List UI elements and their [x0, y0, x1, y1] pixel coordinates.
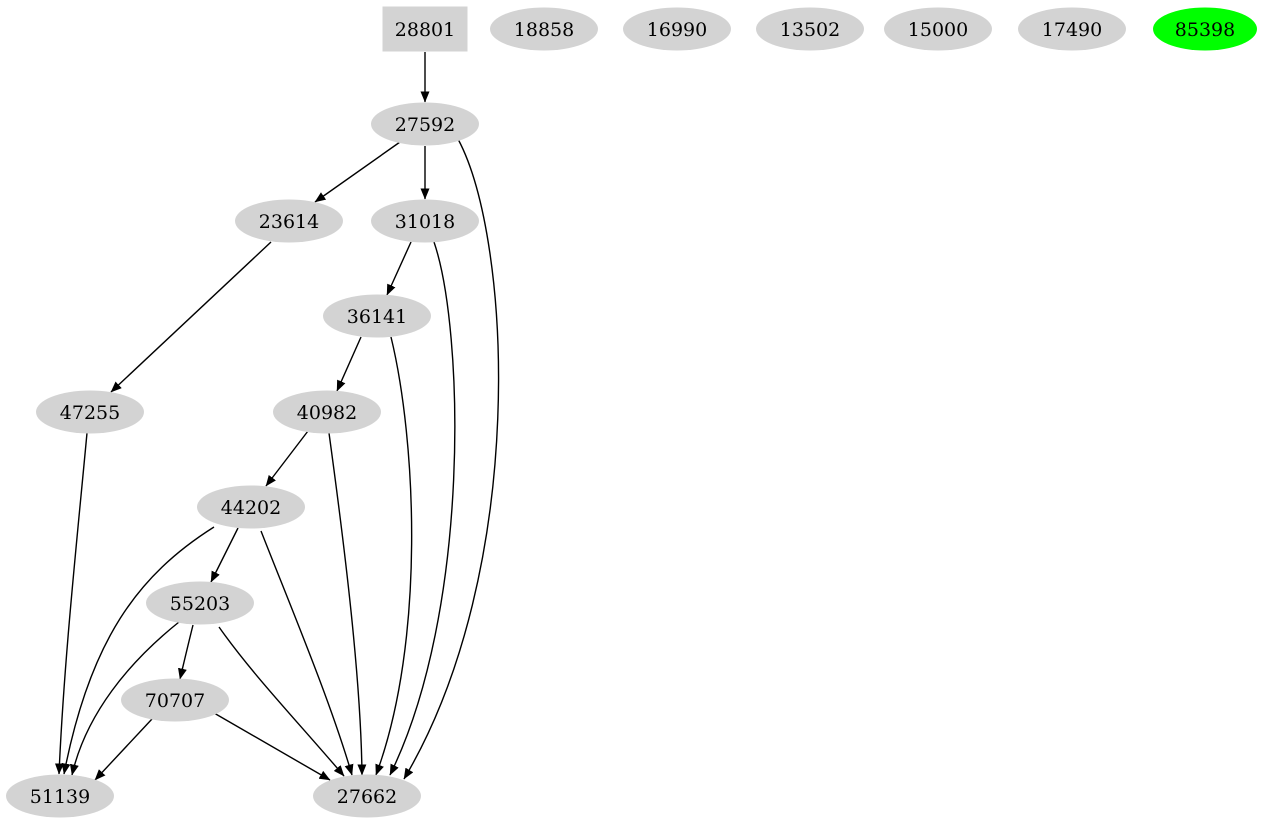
edges-layer [54, 52, 500, 781]
graph-node-36141: 36141 [323, 294, 431, 338]
edge-44202-55203 [210, 527, 239, 583]
node-label-28801: 28801 [395, 19, 455, 41]
node-ellipse [623, 7, 731, 51]
graph-node-16990: 16990 [623, 7, 731, 51]
node-label-51139: 51139 [30, 786, 90, 808]
node-label-27592: 27592 [395, 114, 455, 136]
node-ellipse [36, 390, 144, 434]
node-ellipse [756, 7, 864, 51]
edge-36141-40982 [336, 336, 362, 392]
node-ellipse [490, 7, 598, 51]
edge-40982-44202 [265, 430, 309, 487]
graph-node-44202: 44202 [197, 485, 305, 529]
edge-31018-27662 [389, 241, 456, 776]
graph-node-47255: 47255 [36, 390, 144, 434]
node-label-85398: 85398 [1175, 19, 1235, 41]
node-ellipse [146, 581, 254, 625]
edge-36141-27662 [375, 336, 413, 776]
node-label-13502: 13502 [780, 19, 840, 41]
edge-55203-70707 [178, 624, 194, 680]
node-label-47255: 47255 [60, 402, 120, 424]
node-ellipse [371, 199, 479, 243]
node-label-36141: 36141 [347, 306, 407, 328]
node-ellipse [6, 774, 114, 818]
node-ellipse [371, 102, 479, 146]
node-ellipse [273, 390, 381, 434]
node-label-27662: 27662 [337, 786, 397, 808]
graph-node-51139: 51139 [6, 774, 114, 818]
graph-node-27662: 27662 [313, 774, 421, 818]
edge-40982-27662 [328, 432, 367, 776]
graph-node-70707: 70707 [121, 678, 229, 722]
graph-node-40982: 40982 [273, 390, 381, 434]
edge-70707-27662 [213, 712, 331, 781]
node-ellipse [1153, 7, 1257, 51]
node-ellipse [884, 7, 992, 51]
node-label-70707: 70707 [145, 690, 205, 712]
edge-55203-27662 [218, 626, 345, 777]
node-label-40982: 40982 [297, 402, 357, 424]
edge-70707-51139 [94, 718, 153, 781]
graph-node-13502: 13502 [756, 7, 864, 51]
node-label-55203: 55203 [170, 593, 230, 615]
graph-node-17490: 17490 [1018, 7, 1126, 51]
edge-55203-51139 [69, 621, 180, 776]
nodes-layer: 28801 18858 16990 13502 15000 17490 85398 27592… [6, 6, 1257, 818]
edge-44202-51139 [61, 526, 215, 775]
node-ellipse [313, 774, 421, 818]
node-ellipse [323, 294, 431, 338]
graph-node-55203: 55203 [146, 581, 254, 625]
node-label-15000: 15000 [908, 19, 968, 41]
graph-node-85398: 85398 [1153, 7, 1257, 51]
graph-node-15000: 15000 [884, 7, 992, 51]
node-ellipse [121, 678, 229, 722]
graph-node-28801: 28801 [382, 6, 468, 52]
graph-node-23614: 23614 [235, 199, 343, 243]
edge-27592-27662 [403, 138, 500, 780]
edge-31018-36141 [386, 241, 412, 296]
node-label-17490: 17490 [1042, 19, 1102, 41]
node-label-18858: 18858 [514, 19, 574, 41]
edge-44202-27662 [260, 530, 354, 776]
node-label-44202: 44202 [221, 497, 281, 519]
node-ellipse [197, 485, 305, 529]
node-ellipse [235, 199, 343, 243]
graph-node-31018: 31018 [371, 199, 479, 243]
node-label-16990: 16990 [647, 19, 707, 41]
graph-node-18858: 18858 [490, 7, 598, 51]
graph-node-27592: 27592 [371, 102, 479, 146]
node-label-23614: 23614 [259, 211, 319, 233]
edge-27592-23614 [314, 141, 401, 203]
node-ellipse [1018, 7, 1126, 51]
node-label-31018: 31018 [395, 211, 455, 233]
node-box [382, 6, 468, 52]
edge-23614-47255 [110, 241, 272, 393]
edge-47255-51139 [54, 432, 88, 775]
